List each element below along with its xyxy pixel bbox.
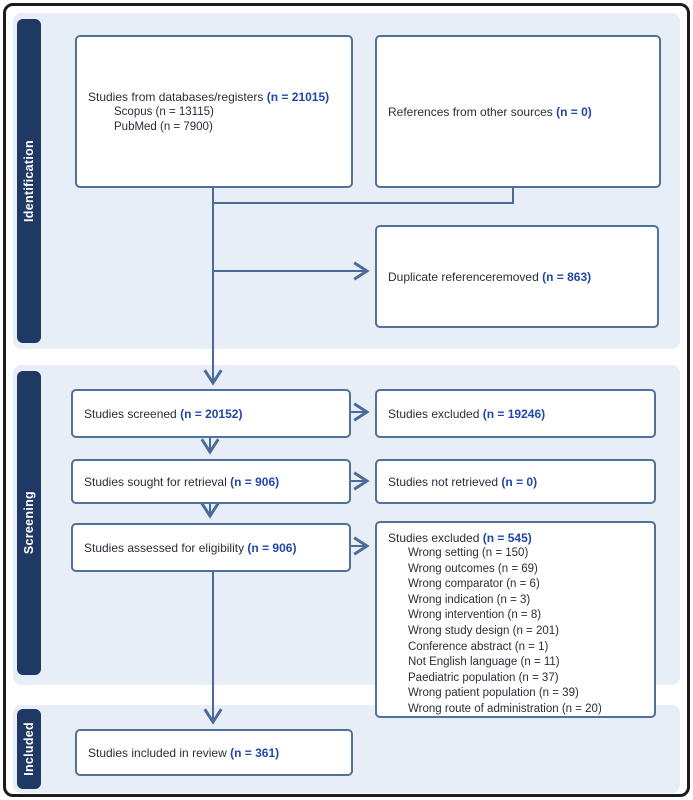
assessed-count: (n = 906) — [247, 540, 297, 555]
flow-box-assessed: Studies assessed for eligibility (n = 90… — [71, 523, 351, 572]
sought-count: (n = 906) — [230, 474, 280, 489]
sidebar-label-screening-text: Screening — [22, 491, 36, 555]
flow-box-duplicates-removed: Duplicate referenceremoved (n = 863) — [375, 225, 659, 328]
flow-box-included-review-title: Studies included in review (n = 361) — [88, 745, 280, 760]
exclusion-reason: Not English language (n = 11) — [408, 656, 560, 669]
flow-box-other-sources: References from other sources (n = 0) — [375, 35, 661, 188]
flow-box-not-retrieved-title: Studies not retrieved (n = 0) — [388, 474, 538, 489]
exclusion-reason: Wrong outcomes (n = 69) — [408, 562, 538, 575]
flow-box-excluded-screening: Studies excluded (n = 19246) — [375, 389, 656, 438]
excluded-screening-count: (n = 19246) — [482, 406, 546, 421]
exclusion-reason: Conference abstract (n = 1) — [408, 640, 549, 653]
other-sources-count: (n = 0) — [556, 104, 592, 119]
exclusion-reason: Wrong patient population (n = 39) — [408, 687, 579, 700]
flow-box-screened-title: Studies screened (n = 20152) — [84, 406, 243, 421]
flow-box-databases: Studies from databases/registers (n = 21… — [75, 35, 353, 188]
sidebar-label-included-text: Included — [22, 722, 36, 776]
flow-box-other-sources-title: References from other sources (n = 0) — [388, 104, 592, 119]
flow-box-excluded-screening-title: Studies excluded (n = 19246) — [388, 406, 546, 421]
exclusion-reason: Wrong study design (n = 201) — [408, 624, 559, 637]
sidebar-label-identification: Identification — [17, 19, 41, 343]
exclusion-reason: Paediatric population (n = 37) — [408, 671, 559, 684]
flow-box-databases-title: Studies from databases/registers (n = 21… — [88, 89, 330, 104]
screened-count: (n = 20152) — [180, 406, 243, 421]
flow-box-included-review: Studies included in review (n = 361) — [75, 729, 353, 776]
duplicates-count: (n = 863) — [542, 269, 592, 284]
exclusion-reason: Wrong setting (n = 150) — [408, 547, 529, 559]
databases-source-pubmed: PubMed (n = 7900) — [114, 120, 213, 133]
exclusion-reason: Wrong intervention (n = 8) — [408, 609, 542, 622]
flow-box-not-retrieved: Studies not retrieved (n = 0) — [375, 459, 656, 504]
sidebar-label-screening: Screening — [17, 371, 41, 675]
sidebar-label-identification-text: Identification — [22, 140, 36, 222]
included-review-count: (n = 361) — [230, 745, 280, 760]
flow-box-duplicates-title: Duplicate referenceremoved (n = 863) — [388, 269, 592, 284]
flow-box-excluded-eligibility: Studies excluded (n = 545) Wrong setting… — [375, 521, 656, 718]
not-retrieved-count: (n = 0) — [501, 474, 538, 489]
flow-box-screened: Studies screened (n = 20152) — [71, 389, 351, 438]
sidebar-label-included: Included — [17, 709, 41, 789]
flow-box-assessed-title: Studies assessed for eligibility (n = 90… — [84, 540, 297, 555]
databases-count: (n = 21015) — [266, 89, 330, 104]
databases-source-scopus: Scopus (n = 13115) — [114, 105, 214, 118]
flow-box-excluded-eligibility-title: Studies excluded (n = 545) — [388, 531, 532, 545]
exclusion-reason: Wrong comparator (n = 6) — [408, 578, 540, 591]
excluded-eligibility-count: (n = 545) — [482, 531, 532, 545]
flow-box-sought: Studies sought for retrieval (n = 906) — [71, 459, 351, 504]
exclusion-reason: Wrong route of administration (n = 20) — [408, 702, 602, 715]
prisma-flow-diagram: Identification Screening Included Studie… — [3, 3, 690, 797]
exclusion-reason: Wrong indication (n = 3) — [408, 593, 531, 606]
flow-box-sought-title: Studies sought for retrieval (n = 906) — [84, 474, 280, 489]
